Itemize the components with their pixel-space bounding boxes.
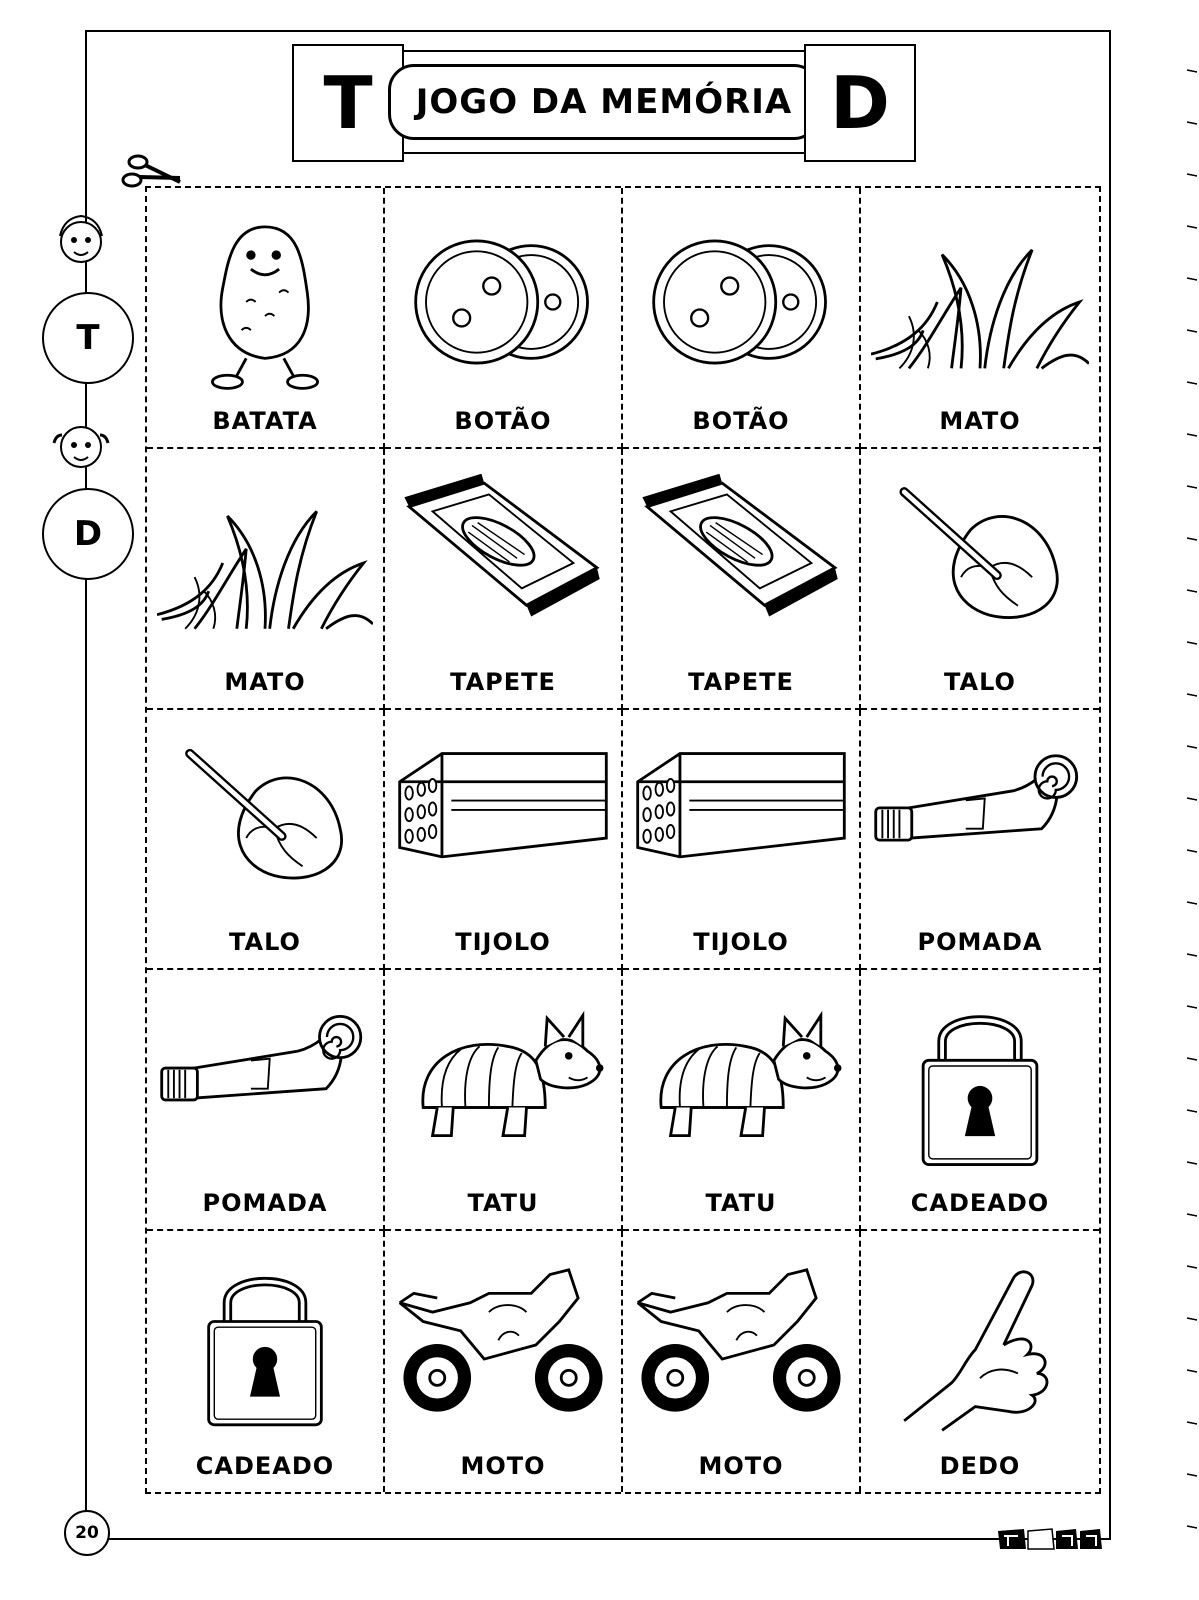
- letter-box-left: T: [292, 44, 404, 162]
- memory-card: TALO: [861, 449, 1099, 710]
- brick-icon: [395, 728, 611, 920]
- page-edge-ticks: [1186, 69, 1198, 1529]
- ointment-tube-icon: [157, 988, 373, 1180]
- grass-icon: [871, 206, 1089, 398]
- card-label: TALO: [944, 667, 1016, 696]
- armadillo-icon: [395, 988, 611, 1180]
- button-icon: [633, 206, 849, 398]
- memory-card: TATU: [385, 970, 623, 1232]
- motorcycle-icon: [633, 1249, 849, 1441]
- finger-icon: [871, 1249, 1089, 1441]
- card-label: BATATA: [212, 406, 318, 435]
- padlock-icon: [157, 1249, 373, 1441]
- letter-box-right: D: [804, 44, 916, 162]
- memory-card-grid: BATATA BOTÃO BOTÃO MATO MATO TAPETE TAPETE TALO…: [145, 186, 1101, 1494]
- memory-card: TIJOLO: [623, 709, 861, 971]
- leaf-stalk-icon: [871, 467, 1089, 659]
- memory-card: MATO: [147, 448, 385, 710]
- letter-right: D: [830, 61, 890, 145]
- side-letter-t: T: [76, 318, 100, 358]
- memory-card: TAPETE: [385, 448, 623, 710]
- memory-card: TAPETE: [623, 448, 861, 710]
- ointment-tube-icon: [871, 728, 1089, 920]
- padlock-icon: [871, 988, 1089, 1180]
- motorcycle-icon: [395, 1249, 611, 1441]
- card-label: TAPETE: [450, 667, 556, 696]
- page-number-text: 20: [75, 1523, 99, 1543]
- card-label: TIJOLO: [693, 928, 789, 957]
- memory-card: DEDO: [861, 1231, 1099, 1492]
- card-label: CADEADO: [910, 1189, 1050, 1218]
- memory-card: BOTÃO: [385, 188, 623, 449]
- memory-card: CADEADO: [861, 970, 1099, 1232]
- button-icon: [395, 206, 611, 398]
- card-label: TAPETE: [688, 667, 794, 696]
- publisher-logo-icon: [998, 1528, 1102, 1550]
- title-banner: T JOGO DA MEMÓRIA D: [292, 44, 916, 162]
- memory-card: POMADA: [147, 970, 385, 1232]
- card-label: DEDO: [939, 1451, 1021, 1480]
- card-label: TATU: [467, 1189, 539, 1218]
- card-label: TATU: [705, 1189, 777, 1218]
- memory-card: TALO: [147, 709, 385, 971]
- card-label: CADEADO: [195, 1451, 335, 1480]
- girl-character-icon: [52, 426, 110, 468]
- scissors-icon: [121, 154, 181, 188]
- boy-character-icon: [59, 214, 103, 263]
- card-label: MATO: [224, 667, 306, 696]
- card-label: POMADA: [917, 928, 1043, 957]
- card-label: MATO: [939, 406, 1021, 435]
- side-circle-t: T: [42, 292, 134, 384]
- potato-icon: [157, 206, 373, 398]
- card-label: BOTÃO: [454, 406, 552, 435]
- memory-card: POMADA: [861, 710, 1099, 971]
- rug-icon: [633, 467, 849, 659]
- card-label: MOTO: [460, 1451, 546, 1480]
- page-frame: [85, 30, 1111, 1540]
- rug-icon: [395, 467, 611, 659]
- leaf-stalk-icon: [157, 728, 373, 920]
- memory-card: TATU: [623, 970, 861, 1232]
- memory-card: TIJOLO: [385, 709, 623, 971]
- side-letter-d: D: [73, 514, 103, 554]
- card-label: TALO: [229, 928, 301, 957]
- card-label: TIJOLO: [455, 928, 551, 957]
- page-number: 20: [64, 1510, 110, 1556]
- memory-card: BOTÃO: [623, 188, 861, 449]
- side-circle-d: D: [42, 488, 134, 580]
- grass-icon: [157, 467, 373, 659]
- memory-card: MOTO: [385, 1231, 623, 1492]
- card-label: MOTO: [698, 1451, 784, 1480]
- title-plaque: JOGO DA MEMÓRIA: [388, 64, 820, 140]
- memory-card: CADEADO: [147, 1231, 385, 1492]
- card-label: POMADA: [202, 1189, 328, 1218]
- card-label: BOTÃO: [692, 406, 790, 435]
- armadillo-icon: [633, 988, 849, 1180]
- letter-left: T: [323, 61, 373, 145]
- memory-card: MOTO: [623, 1231, 861, 1492]
- page-title: JOGO DA MEMÓRIA: [415, 82, 793, 122]
- brick-icon: [633, 728, 849, 920]
- memory-card: MATO: [861, 188, 1099, 449]
- memory-card: BATATA: [147, 188, 385, 449]
